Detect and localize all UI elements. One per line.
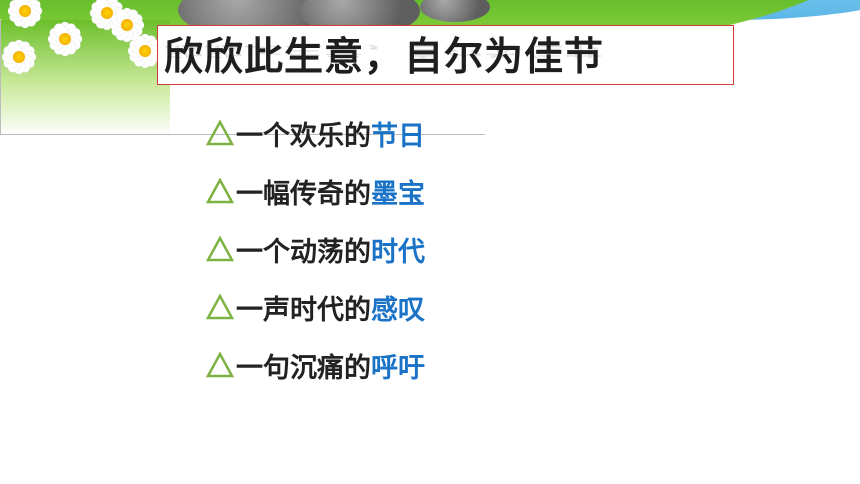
daisy-center [13, 51, 25, 63]
daisy-center [19, 5, 31, 17]
daisy-icon [1, 39, 37, 75]
daisy-icon [47, 21, 83, 57]
page-title: 欣欣此生意，自尔为佳节 [164, 35, 605, 80]
triangle-icon [206, 236, 234, 262]
rock-icon [420, 0, 490, 22]
item-highlight: 呼吁 [371, 352, 425, 384]
daisy-icon [109, 7, 145, 43]
triangle-icon [206, 352, 234, 378]
item-highlight: 节日 [371, 120, 425, 152]
item-text: 一声时代的 [236, 294, 371, 326]
daisy-icon [7, 0, 43, 29]
item-text: 一幅传奇的 [236, 178, 371, 210]
daisy-icon [127, 33, 163, 69]
item-text: 一个动荡的 [236, 236, 371, 268]
list-item: 一句沉痛的呼吁 [206, 336, 425, 394]
item-text: 一句沉痛的 [236, 352, 371, 384]
triangle-icon [206, 120, 234, 146]
divider-line [0, 20, 1, 135]
divider-line [0, 134, 485, 135]
item-highlight: 墨宝 [371, 178, 425, 210]
title-reflection: 欣欣此生意，自尔为佳节 [164, 43, 605, 59]
list-item: 一幅传奇的墨宝 [206, 162, 425, 220]
item-text: 一个欢乐的 [236, 120, 371, 152]
daisy-center [121, 19, 133, 31]
bullet-list: 一个欢乐的节日 一幅传奇的墨宝 一个动荡的时代 一声时代的感叹 一句沉痛的呼吁 [206, 104, 425, 394]
list-item: 一个动荡的时代 [206, 220, 425, 278]
triangle-icon [206, 178, 234, 204]
daisy-center [59, 33, 71, 45]
daisy-center [101, 7, 113, 19]
title-box [157, 25, 734, 85]
daisy-icon [89, 0, 125, 31]
triangle-icon [206, 294, 234, 320]
item-highlight: 时代 [371, 236, 425, 268]
daisy-center [139, 45, 151, 57]
list-item: 一个欢乐的节日 [206, 104, 425, 162]
item-highlight: 感叹 [371, 294, 425, 326]
list-item: 一声时代的感叹 [206, 278, 425, 336]
